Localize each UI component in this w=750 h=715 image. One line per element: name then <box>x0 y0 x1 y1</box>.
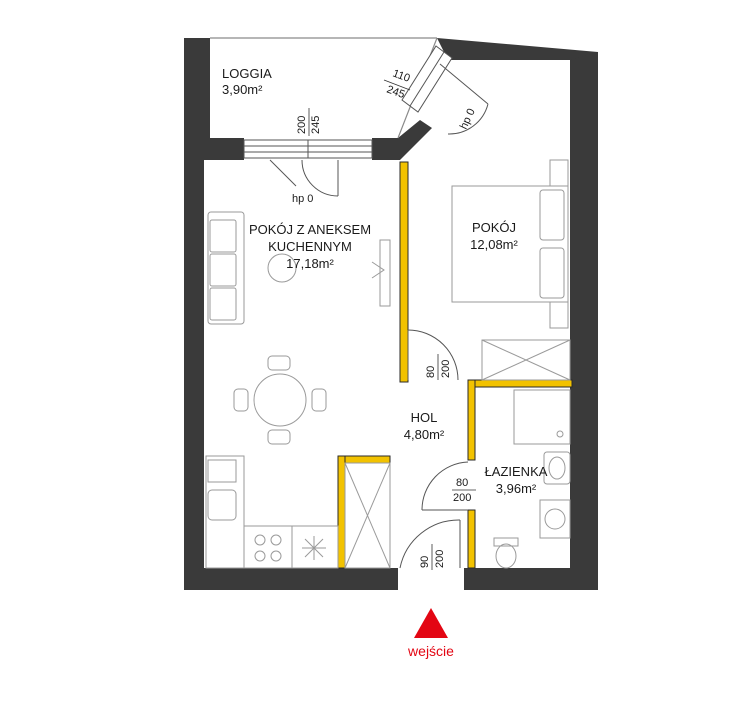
loggia-name: LOGGIA <box>222 66 272 81</box>
room-window-swing <box>439 63 489 135</box>
bath-door-height: 200 <box>453 492 471 504</box>
south-wall-right <box>464 568 578 590</box>
wardrobe <box>481 339 571 381</box>
living-name-line2: KUCHENNYM <box>268 239 352 254</box>
lamp <box>267 253 297 283</box>
partition-room-south <box>467 379 573 388</box>
entry-door-height: 200 <box>434 550 446 568</box>
bath-door-dims: 80 200 <box>452 477 476 504</box>
partition-room-west <box>399 161 409 383</box>
sofa <box>207 211 245 325</box>
exterior-walls <box>184 38 598 590</box>
toilet <box>493 537 519 569</box>
partition-closet-top <box>337 455 391 464</box>
hall-name: HOL <box>411 410 438 425</box>
living-name-line1: POKÓJ Z ANEKSEM <box>249 222 371 237</box>
entrance-label: wejście <box>407 643 454 659</box>
dining-table <box>233 355 327 445</box>
hall-area: 4,80m² <box>404 427 445 442</box>
loggia-window-dims: 200 245 hp 0 <box>292 108 322 205</box>
loggia-window <box>243 139 373 159</box>
partition-bath-west <box>467 379 476 461</box>
room-door-dims: 80 200 <box>425 354 452 380</box>
loggia-window-threshold: hp 0 <box>292 193 313 205</box>
room-door-width: 80 <box>425 366 437 378</box>
closet <box>344 462 391 569</box>
tv-unit <box>371 239 391 307</box>
fixtures <box>205 159 571 569</box>
partition-closet-west <box>337 455 346 569</box>
east-wall <box>570 52 598 590</box>
loggia-area: 3,90m² <box>222 82 263 97</box>
washbasin <box>543 451 571 485</box>
loggia-room-corner <box>372 120 432 160</box>
partitions <box>337 161 573 569</box>
bathroom-name: ŁAZIENKA <box>485 464 548 479</box>
bath-door[interactable] <box>421 461 469 511</box>
loggia-window-height: 245 <box>310 116 322 134</box>
room-window <box>401 45 453 113</box>
room-door[interactable] <box>407 329 459 381</box>
room-window-height: 245 <box>385 84 406 102</box>
loggia-window-width: 200 <box>296 116 308 134</box>
west-wall <box>184 38 244 590</box>
room-window-width: 110 <box>391 68 412 85</box>
washing-machine <box>539 499 571 539</box>
partition-bath-lower <box>467 509 476 569</box>
kitchen-counter <box>205 455 339 569</box>
entry-door[interactable] <box>399 519 461 569</box>
bed <box>451 159 569 329</box>
shower <box>513 389 571 445</box>
room-window-threshold: hp 0 <box>458 107 478 131</box>
living-area: 17,18m² <box>286 256 334 271</box>
bath-door-width: 80 <box>456 477 468 489</box>
entry-door-width: 90 <box>419 556 431 568</box>
room-door-height: 200 <box>440 360 452 378</box>
loggia-door-swing <box>301 159 339 197</box>
entry-door-dims: 90 200 <box>419 544 446 570</box>
room-name: POKÓJ <box>472 220 516 235</box>
south-wall-left <box>244 568 398 590</box>
loggia-window-swing <box>269 159 297 187</box>
north-wall-room <box>437 38 598 60</box>
bathroom-area: 3,96m² <box>496 481 537 496</box>
room-area: 12,08m² <box>470 237 518 252</box>
entrance-arrow-icon <box>414 608 448 638</box>
